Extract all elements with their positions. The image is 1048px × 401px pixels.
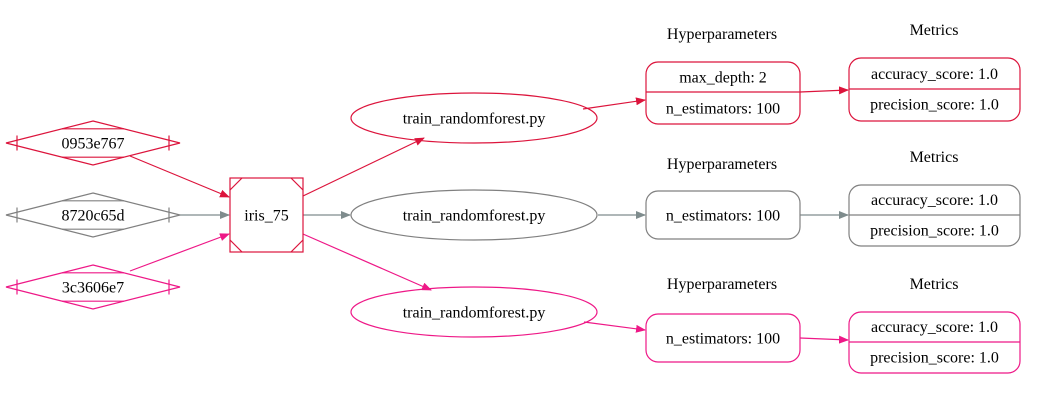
hyperparameters-title: Hyperparameters: [667, 156, 777, 173]
script-node-run-1[interactable]: train_randomforest.py: [350, 92, 598, 144]
metrics-run-1[interactable]: Metrics accuracy_score: 1.0 precision_sc…: [848, 22, 1021, 122]
metric-row: accuracy_score: 1.0: [871, 66, 998, 83]
hyperparameters-run-2[interactable]: Hyperparameters n_estimators: 100: [645, 156, 801, 240]
commit-node-8720c65d[interactable]: 8720c65d: [5, 192, 181, 238]
hyperparameter-row: max_depth: 2: [679, 70, 767, 87]
edge-script1-hyper1: [582, 97, 646, 110]
metric-row: precision_score: 1.0: [870, 97, 999, 114]
dataset-label: iris_75: [244, 208, 288, 225]
edge-hyper3-metrics3: [799, 335, 849, 344]
edge-hyper1-metrics1: [799, 86, 849, 95]
commit-node-0953e767[interactable]: 0953e767: [5, 120, 181, 166]
hyperparameter-row: n_estimators: 100: [666, 208, 780, 225]
hyperparameters-run-3[interactable]: Hyperparameters n_estimators: 100: [645, 276, 801, 363]
script-node-run-2[interactable]: train_randomforest.py: [350, 189, 598, 241]
metric-row: precision_score: 1.0: [870, 223, 999, 240]
edge-dataset-script1: [302, 137, 425, 197]
metrics-run-3[interactable]: Metrics accuracy_score: 1.0 precision_sc…: [848, 276, 1021, 374]
commit-node-3c3606e7[interactable]: 3c3606e7: [5, 264, 181, 310]
script-label: train_randomforest.py: [403, 208, 546, 225]
dataset-node-iris-75[interactable]: iris_75: [229, 177, 304, 253]
metric-row: precision_score: 1.0: [870, 350, 999, 367]
hyperparameters-title: Hyperparameters: [667, 26, 777, 43]
script-label: train_randomforest.py: [403, 111, 546, 128]
hyperparameters-run-1[interactable]: Hyperparameters max_depth: 2 n_estimator…: [645, 26, 801, 125]
commit-label: 3c3606e7: [62, 280, 124, 297]
edges: [129, 86, 849, 344]
commit-label: 8720c65d: [61, 208, 124, 225]
metric-row: accuracy_score: 1.0: [871, 192, 998, 209]
script-label: train_randomforest.py: [403, 305, 546, 322]
commit-label: 0953e767: [61, 136, 124, 153]
metrics-title: Metrics: [910, 276, 959, 293]
script-node-run-3[interactable]: train_randomforest.py: [350, 286, 598, 338]
metric-row: accuracy_score: 1.0: [871, 319, 998, 336]
metrics-title: Metrics: [910, 149, 959, 166]
edge-commit3-dataset: [129, 233, 230, 272]
edge-commit1-dataset: [129, 155, 230, 198]
edge-dataset-script3: [302, 233, 432, 291]
metrics-title: Metrics: [910, 22, 959, 39]
hyperparameter-row: n_estimators: 100: [666, 331, 780, 348]
hyperparameters-title: Hyperparameters: [667, 276, 777, 293]
hyperparameter-row: n_estimators: 100: [666, 101, 780, 118]
metrics-run-2[interactable]: Metrics accuracy_score: 1.0 precision_sc…: [848, 149, 1021, 247]
edge-script3-hyper3: [583, 321, 646, 333]
